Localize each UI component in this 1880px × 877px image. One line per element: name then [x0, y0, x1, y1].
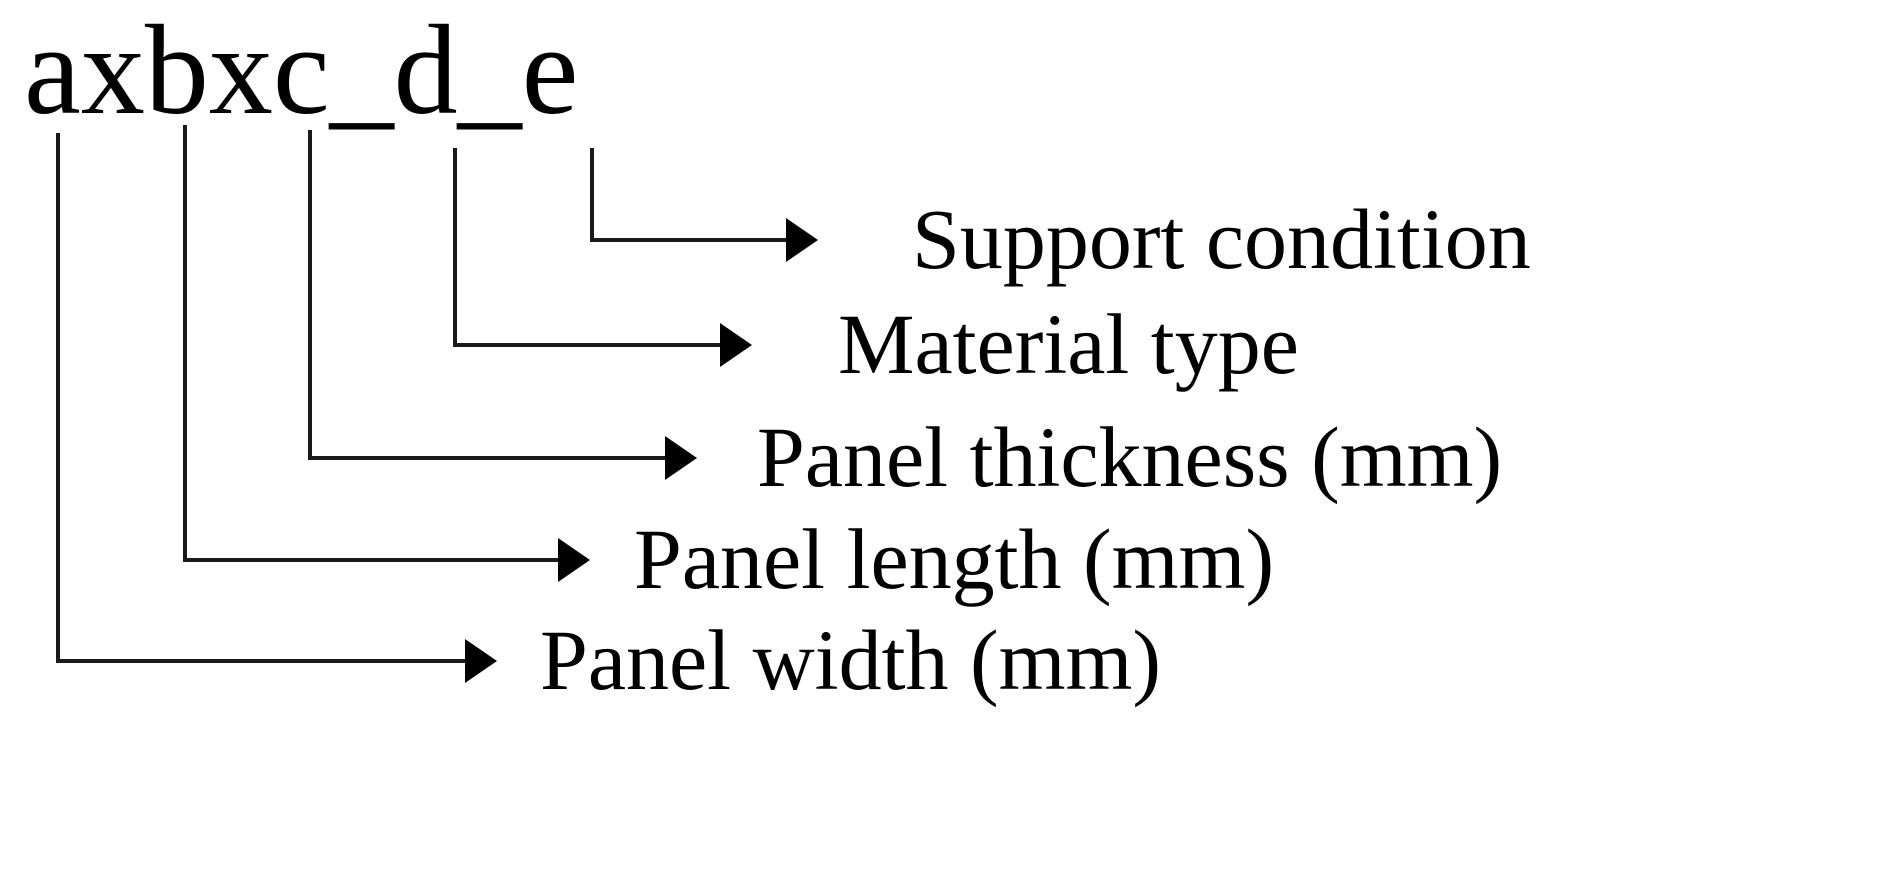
- callout-label-support-condition: Support condition: [912, 191, 1531, 287]
- nomenclature-code-title: axbxc_d_e: [24, 0, 579, 141]
- leader-line-material-type: [453, 148, 752, 367]
- arrow-head-icon: [465, 639, 497, 683]
- callout-label-panel-thickness: Panel thickness (mm): [757, 409, 1503, 505]
- leader-line-panel-length: [183, 125, 590, 582]
- callout-label-panel-length: Panel length (mm): [634, 511, 1275, 607]
- leader-line-panel-thickness: [308, 130, 697, 480]
- callout-label-panel-width: Panel width (mm): [540, 612, 1162, 708]
- arrow-head-icon: [665, 436, 697, 480]
- arrow-head-icon: [786, 218, 818, 262]
- leader-line-panel-width: [56, 133, 497, 683]
- arrow-head-icon: [558, 538, 590, 582]
- arrow-head-icon: [720, 323, 752, 367]
- callout-label-material-type: Material type: [838, 296, 1299, 392]
- leader-line-support-condition: [590, 148, 818, 262]
